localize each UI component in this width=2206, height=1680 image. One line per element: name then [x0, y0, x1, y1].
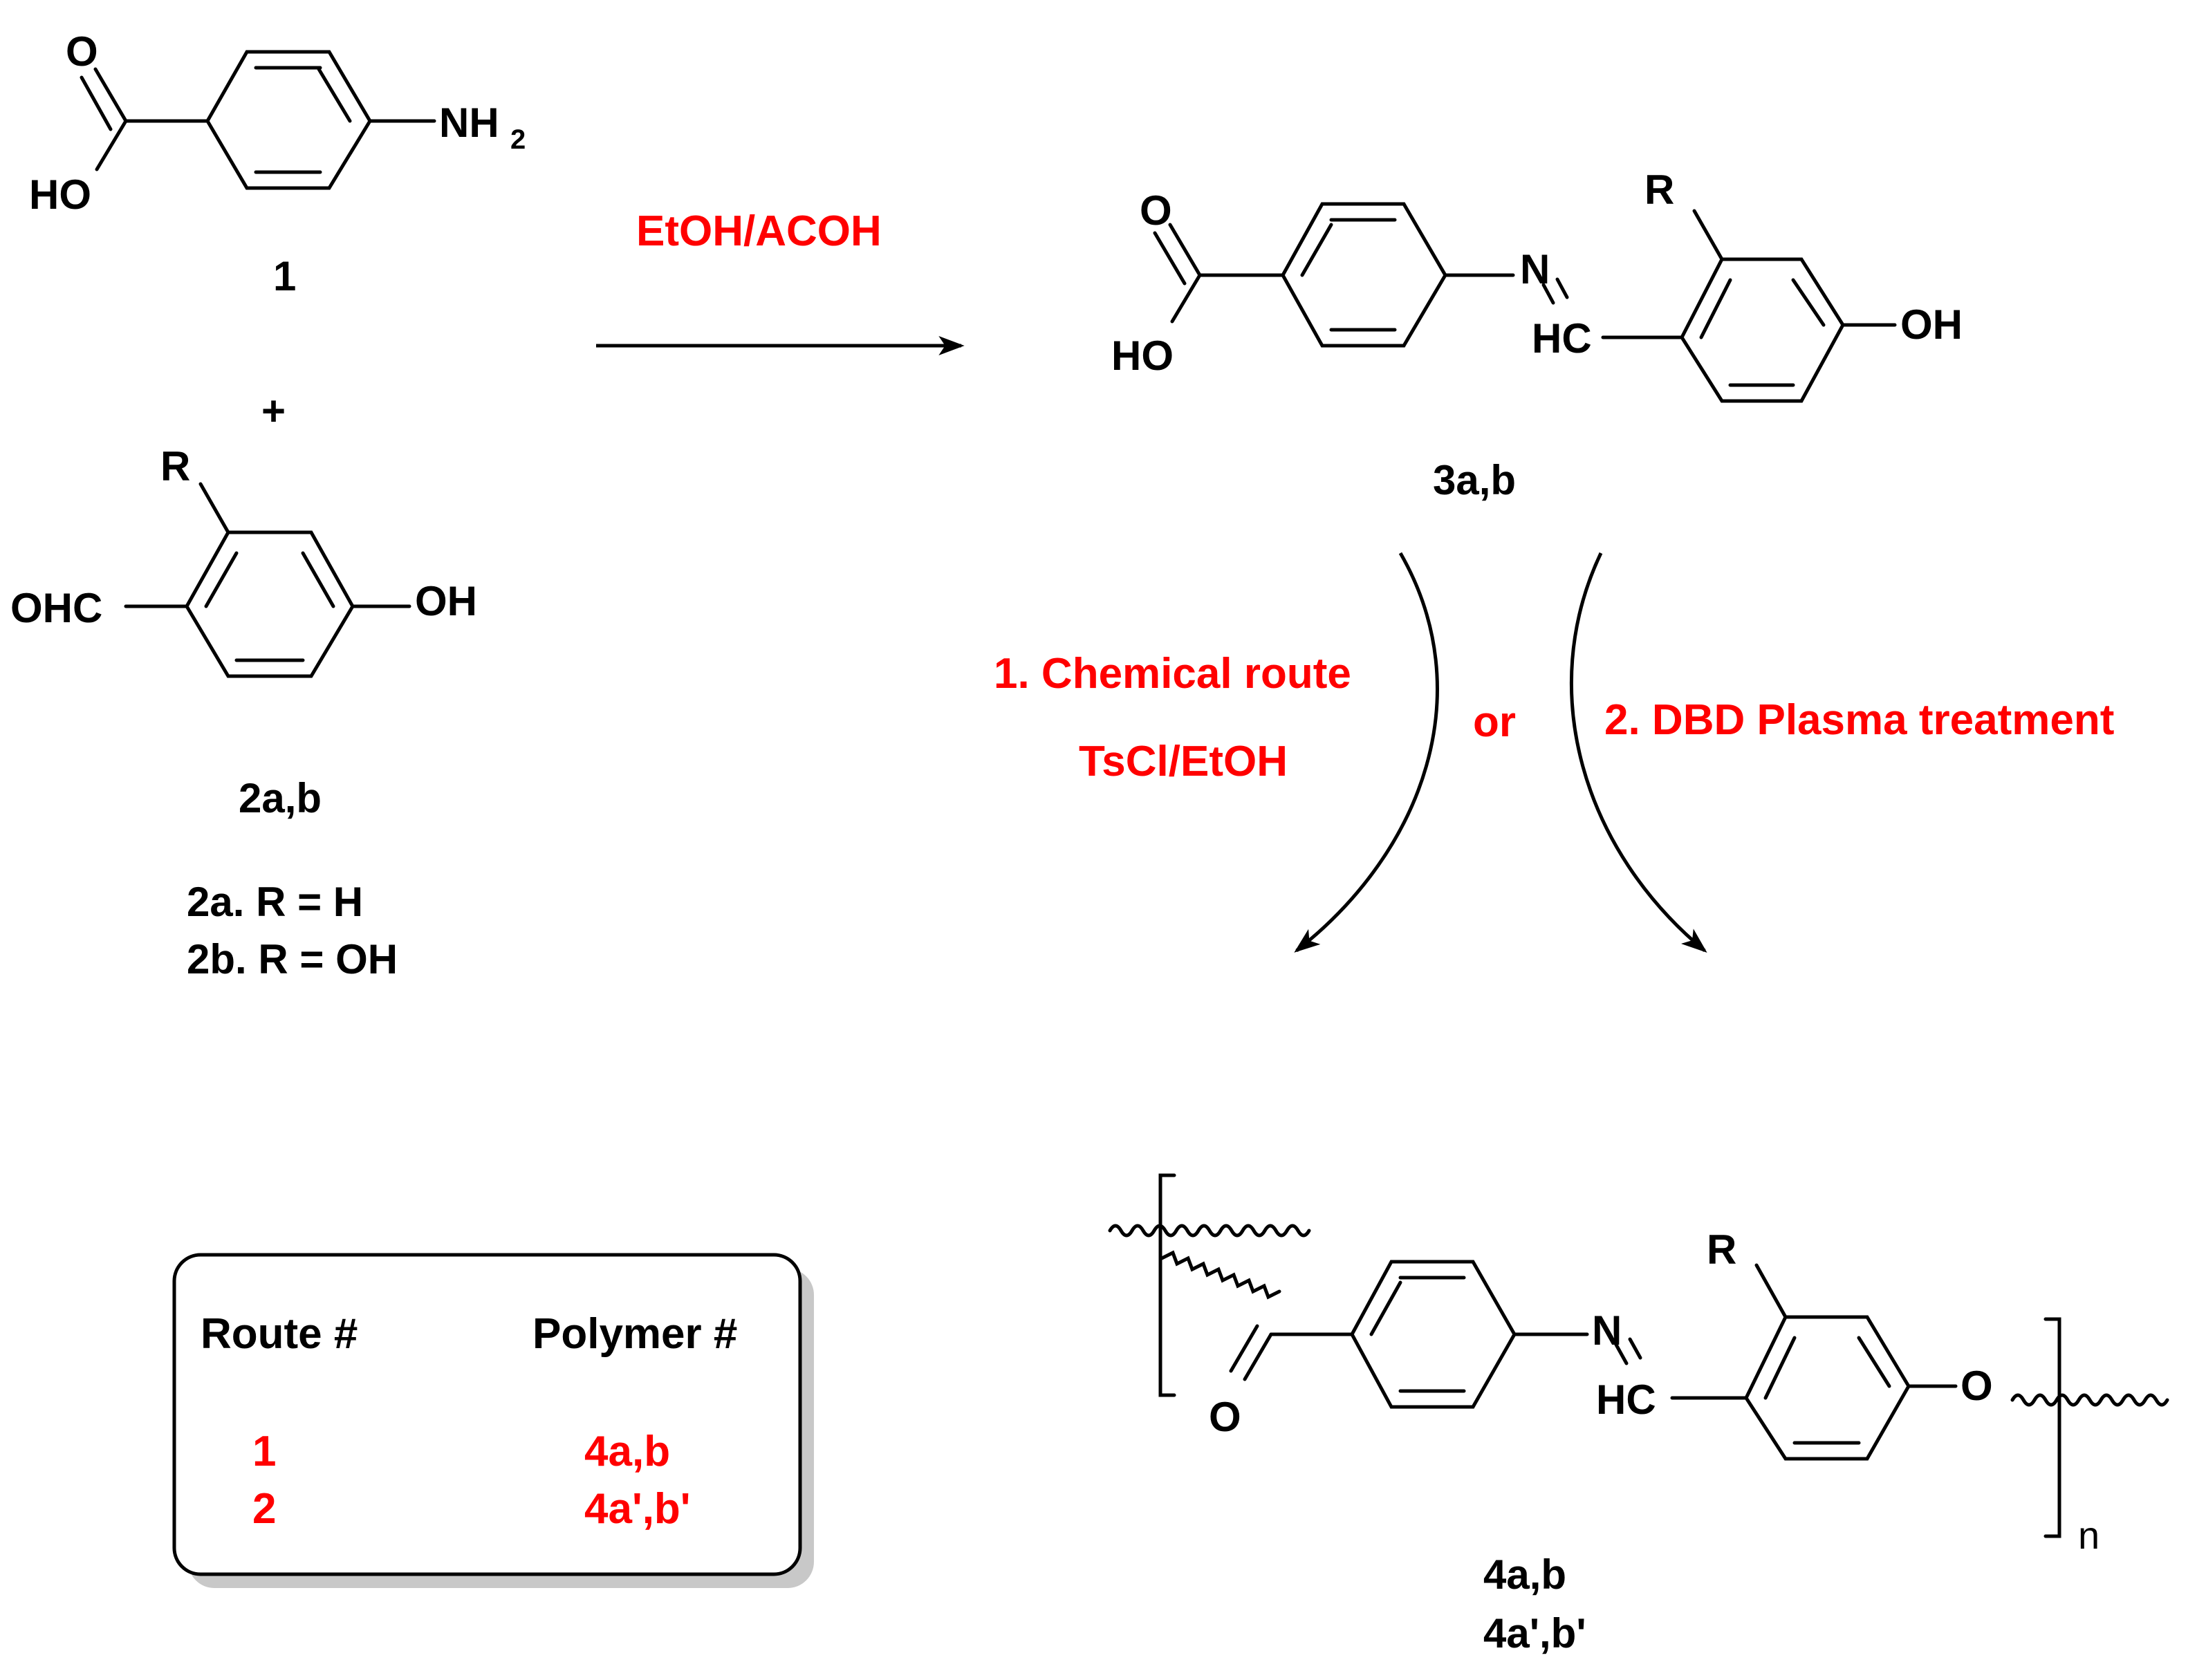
chemical-route-reagent: TsCl/EtOH [1079, 738, 1288, 785]
table-row-1-route: 1 [252, 1428, 276, 1475]
polymer-imine-n: N [1592, 1307, 1622, 1354]
polymer-imine-ch: HC [1596, 1376, 1656, 1423]
compound-1-label: 1 [273, 253, 296, 299]
compound-1-hydroxyl: HO [29, 171, 91, 218]
compound-3-structure [1153, 202, 1897, 403]
compound-2-r-group: R [160, 443, 190, 489]
table-row-2-route: 2 [252, 1485, 276, 1533]
compound-2-label: 2a,b [239, 775, 322, 821]
polymer-structure [1108, 1173, 2169, 1538]
compound-1-amine-subscript: 2 [510, 124, 526, 155]
step1-reagent: EtOH/ACOH [636, 207, 882, 255]
compound-3-phenol-oh: OH [1900, 301, 1963, 348]
table-header-route: Route # [201, 1310, 358, 1358]
polymer-label-2: 4a',b' [1483, 1610, 1586, 1656]
chemical-route-arrow [1294, 552, 1439, 953]
polymer-label-1: 4a,b [1483, 1551, 1566, 1598]
route-polymer-table [172, 1253, 814, 1588]
compound-2-structure [124, 482, 411, 678]
table-header-polymer: Polymer # [532, 1310, 737, 1358]
compound-2-hydroxyl: OH [415, 578, 477, 624]
compound-1-carbonyl-o: O [66, 28, 98, 75]
plasma-route-label: 2. DBD Plasma treatment [1604, 696, 2114, 744]
compound-1-structure [80, 50, 436, 190]
compound-1-amine: NH [439, 100, 499, 146]
compound-2b-definition: 2b. R = OH [187, 936, 398, 982]
compound-3-r-group: R [1644, 167, 1674, 213]
or-label: or [1473, 698, 1516, 746]
compound-3-imine-ch: HC [1532, 315, 1592, 362]
compound-3-carbonyl-o: O [1140, 187, 1172, 234]
table-row-1-polymer: 4a,b [584, 1428, 670, 1475]
polymer-carbonyl-o: O [1209, 1394, 1241, 1440]
compound-3-label: 3a,b [1433, 457, 1516, 503]
polymer-ether-o: O [1961, 1363, 1993, 1409]
chemical-route-label: 1. Chemical route [994, 650, 1351, 698]
compound-2a-definition: 2a. R = H [187, 879, 363, 925]
compound-3-imine-n: N [1520, 246, 1550, 292]
compound-2-aldehyde: OHC [10, 585, 102, 631]
compound-3-hydroxyl-acid: HO [1111, 333, 1174, 379]
table-row-2-polymer: 4a',b' [584, 1485, 691, 1533]
plasma-route-arrow [1569, 552, 1707, 953]
polymer-r-group: R [1707, 1226, 1736, 1273]
plus-sign: + [261, 388, 286, 434]
polymer-repeat-n: n [2078, 1513, 2100, 1557]
